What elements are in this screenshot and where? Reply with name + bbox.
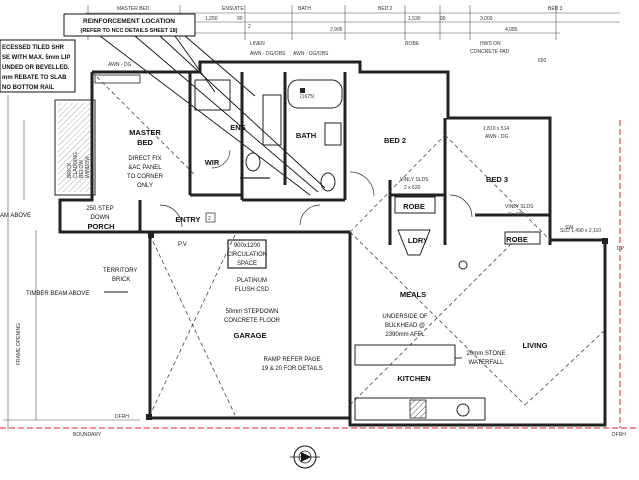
recessed-line-3: UNDED OR BEVELLED.	[2, 65, 70, 71]
room-robe-2: ROBE	[506, 235, 528, 244]
room-robe: ROBE	[403, 202, 425, 211]
bed3-slds-2: 2 x 620	[508, 212, 525, 218]
dim-1530: 1,530	[408, 16, 421, 22]
stepdown-floor-2: CONCRETE FLOOR	[224, 318, 281, 324]
bed2-slds-1: VINLY SLDS	[400, 177, 429, 183]
platinum-1: PLATINUM	[237, 278, 267, 284]
stepdown-floor-1: 50mm STEPDOWN	[225, 309, 278, 315]
awn-dg-bath: AWN - DG/OBS	[293, 51, 329, 57]
pv-label: P.V	[178, 242, 187, 248]
inner-walls	[138, 72, 552, 418]
hws-2: CONCRETE PAD	[470, 49, 510, 55]
recessed-shower-note: ECESSED TILED SHR SE WITH MAX. 5mm LIP U…	[0, 39, 76, 93]
territory-brick-2: BRICK	[112, 277, 130, 283]
step-down-2: DOWN	[91, 215, 110, 221]
robe-top: ROBE	[405, 41, 420, 47]
north-arrow-icon	[290, 445, 320, 469]
ramp-1: RAMP REFER PAGE	[263, 357, 320, 363]
room-ldry: LDRY	[408, 236, 428, 245]
dim-label-bed2: BED 2	[378, 6, 393, 12]
beam-above-label: AM ABOVE	[0, 213, 31, 219]
dim-label-master-bed: MASTER BED	[117, 6, 150, 12]
room-meals: MEALS	[400, 290, 426, 299]
dim-4085: 4,085	[505, 27, 518, 33]
bulkhead-1: UNDERSIDE OF	[382, 314, 428, 320]
dfrh-left: DFRH	[115, 414, 129, 420]
room-bath: BATH	[296, 131, 316, 140]
tag-2: 2	[248, 24, 251, 30]
room-master-1: MASTER	[129, 128, 161, 137]
reinforcement-ref: (REFER TO NCC DETAILS SHEET 18)	[81, 28, 178, 34]
dim-label-bath: BATH	[298, 6, 311, 12]
reinforcement-title: REINFORCEMENT LOCATION	[83, 18, 175, 25]
room-kitchen: KITCHEN	[397, 374, 430, 383]
dim-90a: 90	[237, 16, 243, 22]
reinforcement-note: REINFORCEMENT LOCATION (REFER TO NCC DET…	[63, 13, 196, 37]
dim-650: 650	[538, 58, 547, 64]
roof-lines	[91, 71, 606, 416]
recessed-line-4: mm REBATE TO SLAB	[2, 75, 67, 81]
frame-opening-label: FRAME OPENING	[16, 323, 22, 365]
sliding-door: SLD 1,490 x 2,110	[560, 228, 601, 234]
circulation-3: SPACE	[237, 261, 257, 267]
recessed-line-5: NO BOTTOM RAIL	[2, 85, 55, 91]
dim-label-bed3: BED 3	[548, 6, 563, 12]
recessed-line-2: SE WITH MAX. 5mm LIP	[2, 55, 70, 61]
direct-fix-1: DIRECT FIX	[128, 156, 161, 162]
dim-90b: 90	[440, 16, 446, 22]
room-living: LIVING	[522, 341, 547, 350]
room-garage: GARAGE	[234, 331, 267, 340]
reinforcement-leaders	[99, 35, 326, 196]
circulation-1: 900x1200	[234, 243, 261, 249]
direct-fix-2: &AC PANEL	[128, 165, 162, 171]
linen-top: LINEN	[250, 41, 265, 47]
circulation-2: CIRCULATION	[227, 252, 267, 258]
bed3-window-type: AWN - DG	[485, 134, 509, 140]
direct-fix-4: ONLY	[137, 183, 153, 189]
bed3-window: 1,810 x 514	[483, 126, 509, 132]
room-ens: ENS	[230, 123, 245, 132]
bed3-slds-1: VINLY SLDS	[505, 204, 534, 210]
recessed-line-1: ECESSED TILED SHR	[2, 45, 65, 51]
direct-fix-3: TO CORNER	[127, 174, 164, 180]
room-bed2: BED 2	[384, 136, 406, 145]
awn-dg-master: AWN - DG	[108, 62, 132, 68]
territory-brick-1: TERRITORY	[103, 268, 137, 274]
left-dimension-lines	[3, 95, 140, 430]
room-bed3: BED 3	[486, 175, 508, 184]
sw-label: SW	[565, 225, 573, 231]
room-master-2: BED	[137, 138, 153, 147]
bed2-slds-2: 2 x 620	[404, 185, 421, 191]
bulkhead-3: 2390mm AFFL	[385, 332, 425, 338]
hws-1: HWS ON	[480, 41, 501, 47]
awn-dg-ens: AWN - DG/OBS	[250, 51, 286, 57]
downpipe-1: DP	[617, 246, 625, 252]
dim-2995: 2,995	[330, 27, 343, 33]
platinum-2: FLUSH CSD	[235, 287, 270, 293]
stone-1: 20mm STONE	[467, 351, 506, 357]
boundary-label: BOUNDARY	[73, 432, 102, 438]
entry-tag: 2	[208, 216, 211, 222]
timber-beam-label: TIMBER BEAM ABOVE	[26, 291, 89, 297]
stone-2: WATERFALL	[468, 360, 504, 366]
fixtures: 2	[146, 24, 608, 421]
ramp-2: 19 & 20 FOR DETAILS	[261, 366, 322, 372]
dim-label-ensuite: ENSUITE	[222, 6, 244, 12]
dfrh-right: DFRH	[612, 432, 626, 438]
room-entry: ENTRY	[175, 215, 200, 224]
dim-1250: 1,250	[205, 16, 218, 22]
plan-notes: DIRECT FIX &AC PANEL TO CORNER ONLY 250 …	[86, 156, 505, 372]
room-wir: WIR	[205, 158, 220, 167]
bulkhead-2: BULKHEAD @	[385, 323, 425, 329]
dim-3000: 3,000	[480, 16, 493, 22]
step-down-1: 250 STEP	[86, 206, 113, 212]
room-labels: MASTER BED ENS BATH BED 2 BED 3 WIR ENTR…	[87, 123, 547, 383]
small-labels: LINEN ROBE AWN - DG/OBS AWN - DG/OBS AWN…	[73, 41, 626, 438]
room-porch: PORCH	[87, 222, 114, 231]
bath-length: (1675)	[300, 94, 315, 100]
